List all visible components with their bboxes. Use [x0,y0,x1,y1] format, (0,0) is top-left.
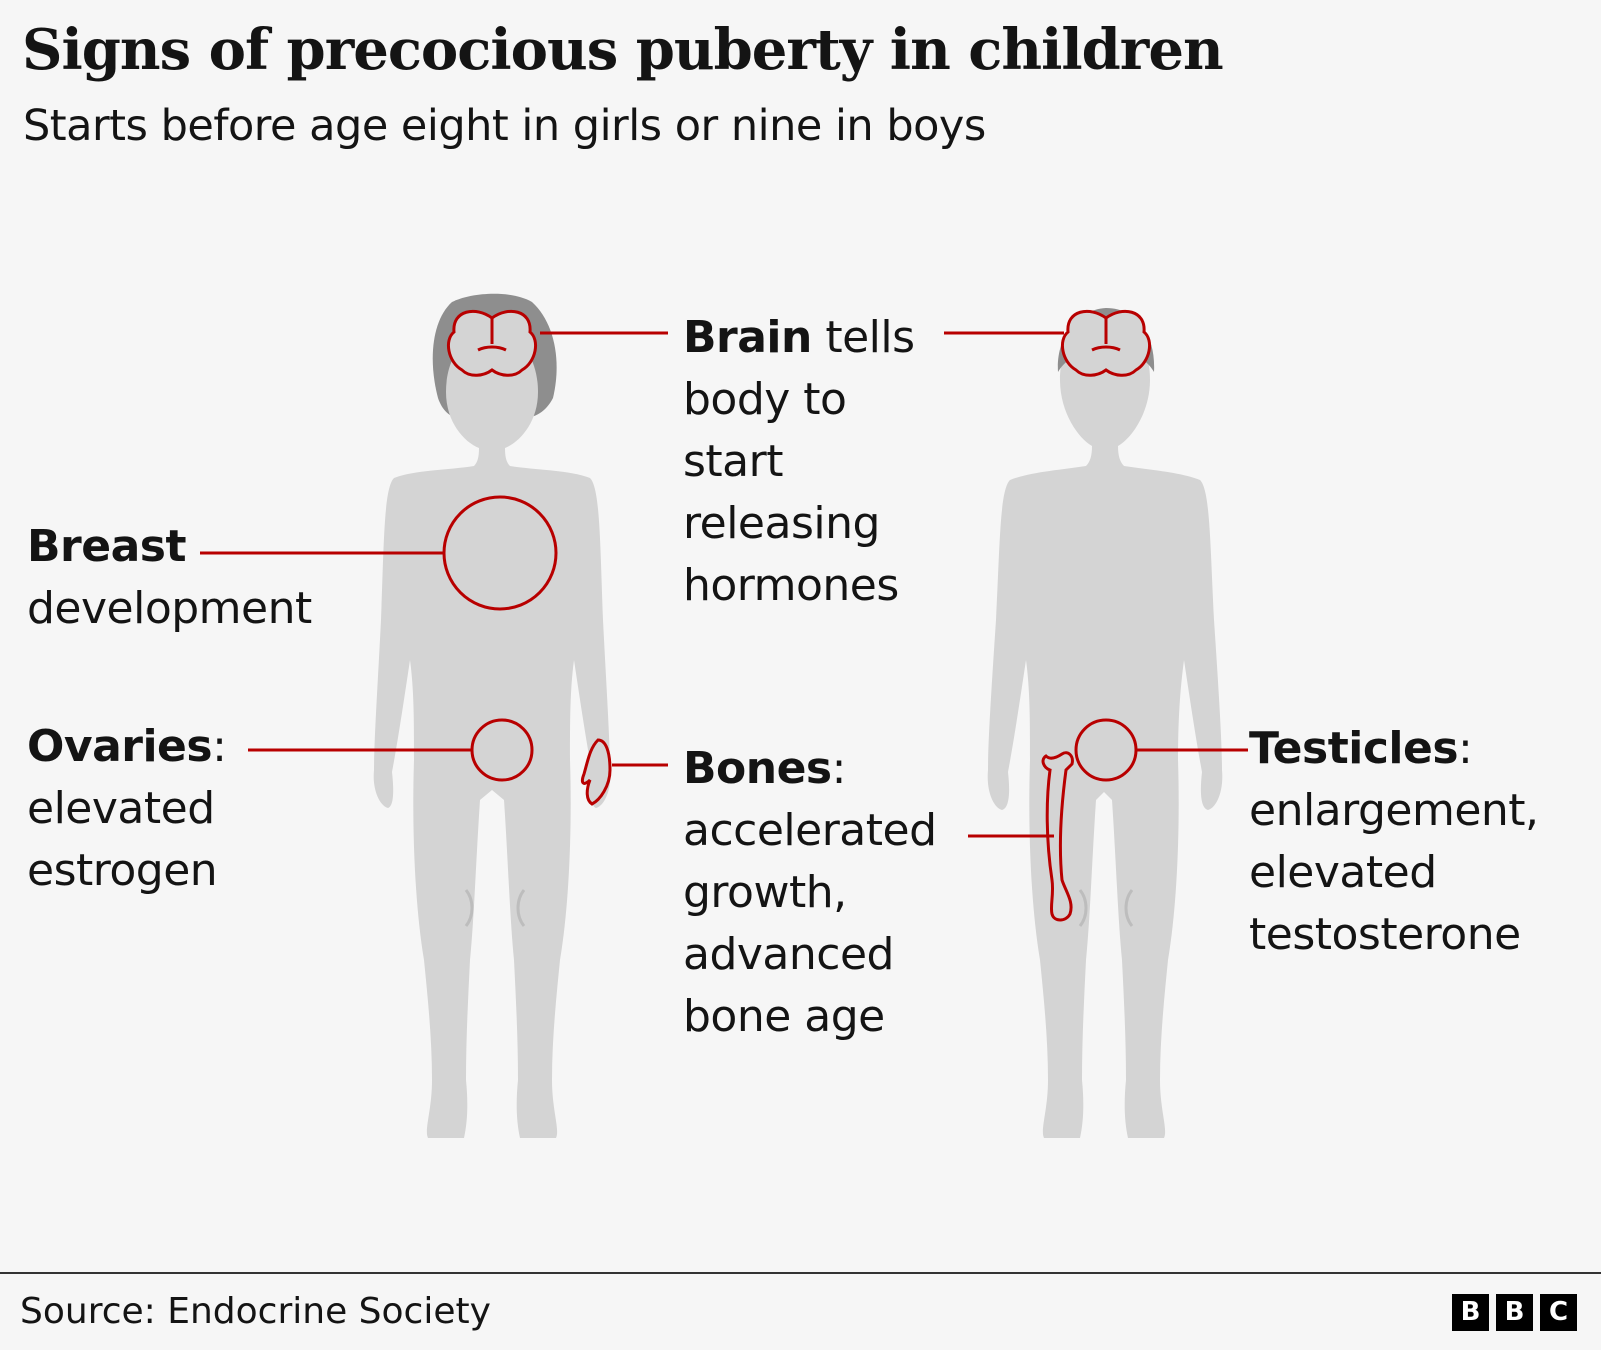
girl-body [373,332,611,1138]
brain-label: Brain tells body to start releasing horm… [683,307,915,617]
testicles-label-line: enlargement, [1249,785,1539,836]
ovaries-label-line: estrogen [27,845,218,896]
girl-silhouette [373,293,611,1138]
boy-body [987,318,1223,1138]
testicles-label-line: testosterone [1249,909,1521,960]
brain-label-line: start [683,436,783,487]
bbc-logo-letter: C [1540,1294,1577,1331]
testicles-label-rest: : [1458,723,1473,774]
testicles-label-line: elevated [1249,847,1437,898]
brain-label-line: body to [683,374,847,425]
bbc-logo-letter: B [1452,1294,1489,1331]
breast-label: Breast development [27,516,312,640]
hand-bones-icon [580,738,612,806]
page-title: Signs of precocious puberty in children [22,17,1224,83]
leader-lines [200,331,1248,838]
bones-label-rest: : [831,743,847,794]
bones-label-line: growth, [683,867,847,918]
ovaries-label-line: elevated [27,783,215,834]
bones-label-line: accelerated [683,805,937,856]
breast-label-bold: Breast [27,521,187,572]
brain-label-line: releasing [683,498,880,549]
brain-label-line: hormones [683,560,899,611]
brain-label-rest: tells [811,312,915,363]
bones-label-bold: Bones [683,743,832,794]
highlights [442,309,1152,922]
diagram-figure [200,293,1248,1138]
breast-label-line: development [27,583,312,634]
footer-divider [0,1272,1601,1274]
bones-label-line: advanced [683,929,894,980]
bbc-logo: B B C [1452,1294,1577,1331]
ovaries-label: Ovaries: elevated estrogen [27,716,227,902]
ovaries-label-rest: : [212,721,227,772]
ovaries-label-bold: Ovaries [27,721,213,772]
boy-silhouette [987,308,1223,1138]
testicles-label: Testicles: enlargement, elevated testost… [1249,718,1539,966]
page-subtitle: Starts before age eight in girls or nine… [23,101,986,151]
bones-label-line: bone age [683,991,885,1042]
bones-label: Bones: accelerated growth, advanced bone… [683,738,937,1048]
femur-bone-icon [1041,751,1074,922]
bbc-logo-letter: B [1496,1294,1533,1331]
testicles-label-bold: Testicles [1249,723,1459,774]
source-note: Source: Endocrine Society [20,1291,491,1332]
brain-label-bold: Brain [683,312,812,363]
